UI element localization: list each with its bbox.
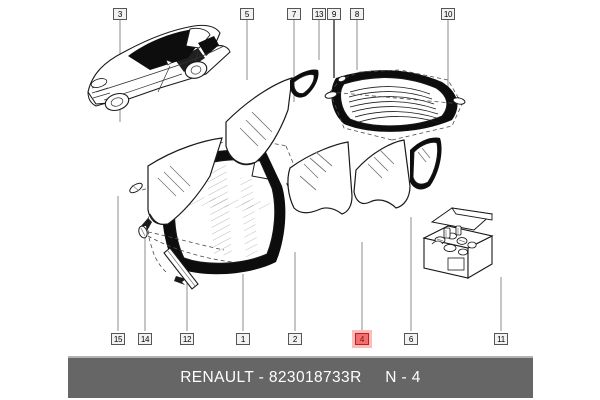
glazing-clip-upper (129, 182, 143, 194)
windscreen-trim-strip (163, 247, 199, 290)
rear-quarter-glass-right (410, 137, 442, 190)
callout-label-8[interactable]: 8 (350, 8, 364, 20)
vehicle-illustration (87, 24, 231, 112)
callout-label-7[interactable]: 7 (287, 8, 301, 20)
callout-label-3[interactable]: 3 (113, 8, 127, 20)
callout-label-9[interactable]: 9 (327, 8, 341, 20)
glazing-clip-lower (138, 225, 148, 239)
callout-label-1[interactable]: 1 (236, 333, 250, 345)
heated-rear-screen (324, 69, 466, 141)
quarter-glass-mid (225, 77, 293, 166)
callout-label-13[interactable]: 13 (312, 8, 326, 20)
callout-label-6[interactable]: 6 (404, 333, 418, 345)
leader-lines (117, 20, 502, 331)
quarter-glass-left (147, 137, 223, 225)
part-number-text: RENAULT - 823018733R N - 4 (180, 369, 421, 386)
rear-door-glass (353, 139, 411, 209)
callout-label-12[interactable]: 12 (180, 333, 194, 345)
callout-label-14[interactable]: 14 (138, 333, 152, 345)
front-door-glass (287, 141, 353, 215)
callout-label-4[interactable]: 4 (352, 330, 372, 348)
quarter-glass-small (290, 69, 319, 98)
callout-label-15[interactable]: 15 (111, 333, 125, 345)
callout-label-11[interactable]: 11 (494, 333, 508, 345)
part-number-footer: RENAULT - 823018733R N - 4 (68, 356, 533, 398)
fitting-kit-box (422, 207, 494, 279)
callout-label-10[interactable]: 10 (441, 8, 455, 20)
callout-label-2[interactable]: 2 (288, 333, 302, 345)
callout-label-5[interactable]: 5 (240, 8, 254, 20)
